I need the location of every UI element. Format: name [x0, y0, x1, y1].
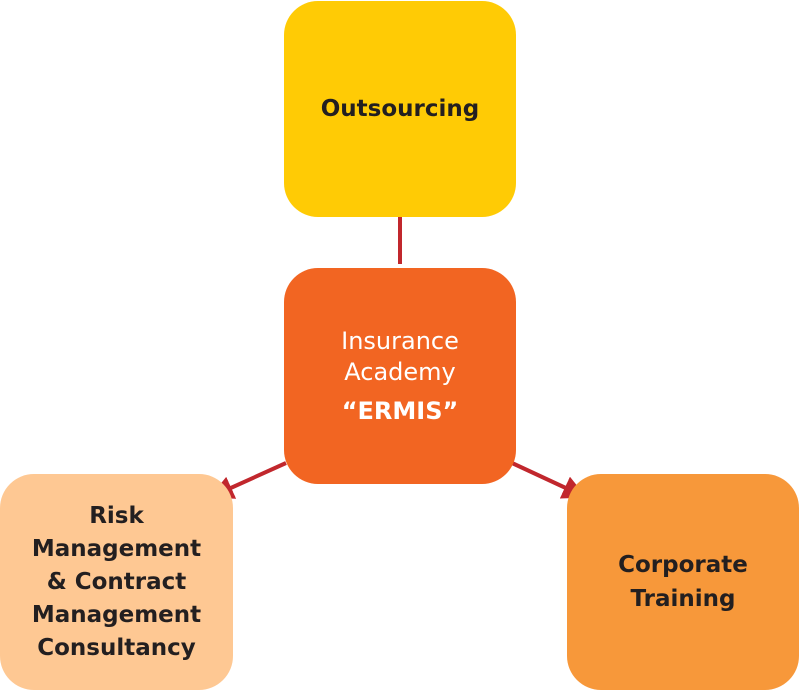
node-center-line-1: Insurance — [341, 326, 459, 355]
node-risk-management-consultancy: Risk Management & Contract Management Co… — [0, 474, 233, 690]
node-center-line-2: Academy — [344, 357, 456, 386]
node-corporate-training: Corporate Training — [567, 474, 799, 690]
node-left-line-2: Management — [31, 535, 202, 562]
node-right-line-1: Corporate — [618, 552, 748, 578]
node-left-line-5: Consultancy — [37, 634, 196, 661]
node-outsourcing-label: Outsourcing — [320, 96, 480, 122]
node-insurance-academy: Insurance Academy “ERMIS” — [284, 268, 516, 484]
node-center-line-3: “ERMIS” — [341, 396, 459, 425]
node-left-line-4: Management — [31, 601, 202, 628]
node-outsourcing: Outsourcing — [284, 1, 516, 217]
node-left-line-1: Risk — [89, 502, 144, 529]
node-left-line-3: & Contract — [46, 568, 187, 595]
node-right-line-2: Training — [630, 586, 736, 612]
